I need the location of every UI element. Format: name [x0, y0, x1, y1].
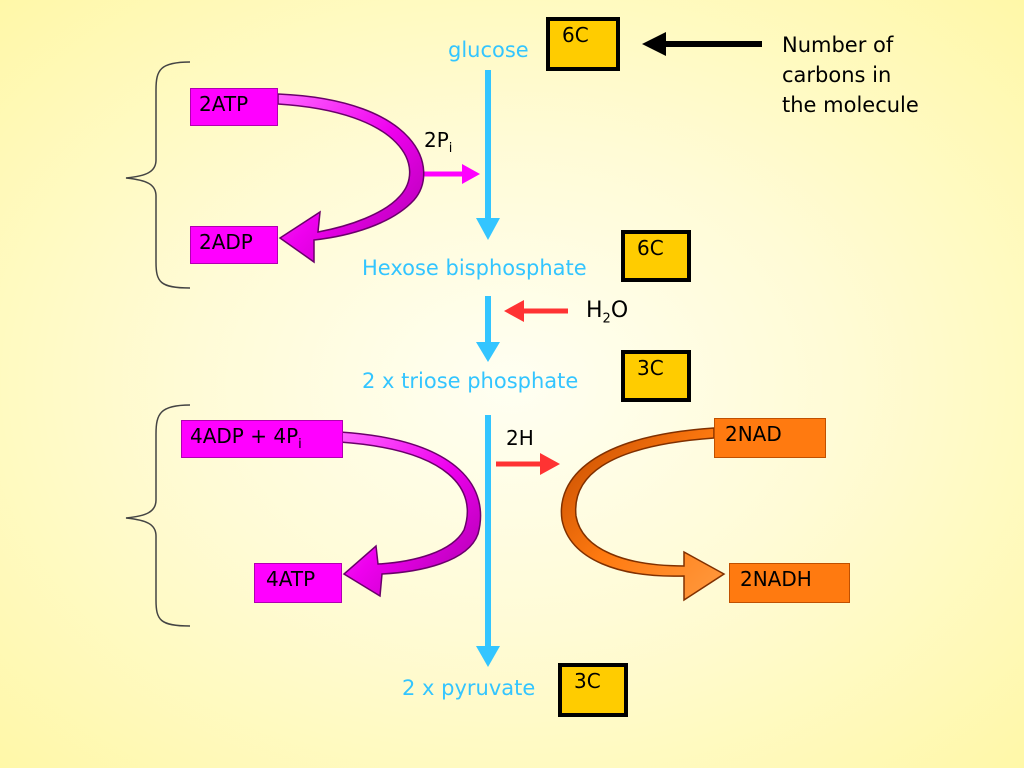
annotation-arrow: [642, 32, 762, 56]
nad-to-nadh-curved-arrow: [560, 427, 726, 602]
brace-bottom: [125, 404, 191, 627]
molecule-2nadh: 2NADH: [729, 563, 850, 603]
main-pathway-arrow-2: [476, 296, 500, 362]
main-pathway-arrow-3: [476, 415, 500, 667]
molecule-4adp-4pi-subscript: i: [298, 437, 302, 452]
annotation-line-2: carbons in: [782, 63, 892, 87]
water-input-arrow: [504, 300, 568, 322]
water-label-h: H: [586, 298, 603, 323]
carbon-count-pyruvate: 3C: [558, 663, 628, 717]
phosphate-label-main: 2P: [424, 128, 449, 152]
stage-triose-phosphate: 2 x triose phosphate: [362, 369, 579, 393]
phosphate-label-sub: i: [448, 141, 453, 156]
carbon-count-triose: 3C: [621, 350, 691, 402]
molecule-4atp: 4ATP: [254, 563, 342, 603]
carbon-count-glucose: 6C: [546, 17, 620, 71]
water-label-o: O: [610, 298, 629, 323]
molecule-2atp: 2ATP: [190, 88, 278, 126]
stage-hexose-bisphosphate: Hexose bisphosphate: [362, 256, 587, 280]
annotation-line-1: Number of: [782, 33, 894, 57]
annotation-text: Number of carbons in the molecule: [782, 30, 919, 120]
molecule-2nad: 2NAD: [714, 418, 826, 458]
stage-pyruvate: 2 x pyruvate: [402, 676, 536, 700]
annotation-line-3: the molecule: [782, 93, 919, 117]
adp-to-atp-curved-arrow: [339, 431, 482, 598]
brace-top: [125, 61, 191, 289]
carbon-count-hexose: 6C: [621, 230, 691, 282]
main-pathway-arrow-1: [476, 70, 500, 240]
hydrogen-output-arrow: [496, 453, 560, 475]
phosphate-label: 2Pi: [424, 128, 452, 156]
molecule-4adp-4pi-label: 4ADP + 4P: [190, 424, 299, 448]
hydrogen-label: 2H: [506, 426, 534, 450]
water-label: H2O: [586, 298, 628, 326]
stage-glucose: glucose: [448, 38, 529, 62]
atp-to-adp-curved-arrow: [277, 93, 425, 264]
molecule-2adp: 2ADP: [190, 226, 278, 264]
water-label-sub: 2: [602, 311, 611, 327]
molecule-4adp-4pi: 4ADP + 4Pi: [181, 420, 343, 458]
